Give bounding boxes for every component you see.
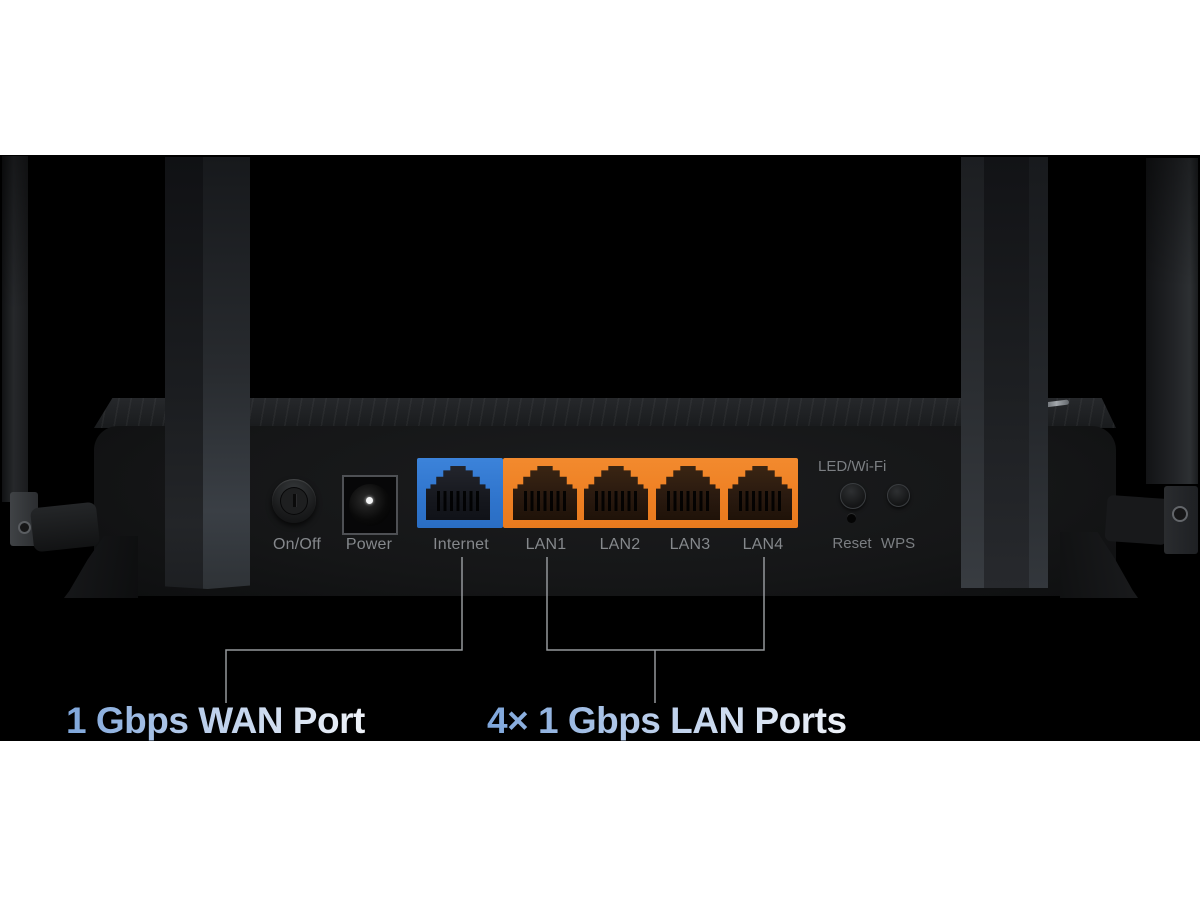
wan-callout-headline: 1 Gbps WAN Port bbox=[66, 700, 365, 741]
led-wifi-button bbox=[840, 483, 866, 509]
dc-power-jack bbox=[342, 475, 398, 535]
socket-highlight bbox=[366, 497, 373, 504]
power-switch-icon bbox=[280, 487, 308, 515]
reset-label: Reset bbox=[832, 535, 872, 552]
rj45-jack-lan4-icon bbox=[728, 466, 792, 520]
power-switch bbox=[272, 479, 316, 523]
hinge-screw-left bbox=[18, 521, 31, 534]
rj45-jack-lan1-icon bbox=[513, 466, 577, 520]
antenna-arm-left bbox=[29, 501, 101, 553]
antenna-left-outer bbox=[2, 156, 28, 502]
lan-callout-headline: 4× 1 Gbps LAN Ports bbox=[487, 700, 847, 741]
led-wifi-label: LED/Wi-Fi bbox=[818, 458, 887, 475]
rj45-jack-lan3-icon bbox=[656, 466, 720, 520]
rj45-jack-internet-icon bbox=[426, 466, 490, 520]
hinge-screw-right bbox=[1172, 506, 1188, 522]
onoff-label: On/Off bbox=[272, 536, 322, 553]
reset-pinhole bbox=[847, 514, 856, 523]
antenna-left-inner bbox=[165, 157, 250, 589]
power-label: Power bbox=[345, 536, 393, 553]
antenna-arm-right bbox=[1104, 494, 1170, 546]
wps-button bbox=[887, 484, 910, 507]
lan-port-block bbox=[503, 458, 798, 528]
wps-label: WPS bbox=[880, 535, 916, 552]
lan3-label: LAN3 bbox=[669, 536, 711, 553]
dc-barrel-socket bbox=[349, 484, 391, 526]
router-top-surface bbox=[94, 398, 1116, 428]
lan1-label: LAN1 bbox=[525, 536, 567, 553]
photo-background: On/Off Power Internet LAN1 LAN2 LAN3 LAN… bbox=[0, 155, 1200, 741]
antenna-right-outer bbox=[1146, 158, 1198, 484]
antenna-right-inner bbox=[961, 157, 1048, 588]
lan4-label: LAN4 bbox=[742, 536, 784, 553]
wan-port-block bbox=[417, 458, 503, 528]
rj45-jack-lan2-icon bbox=[584, 466, 648, 520]
internet-label: Internet bbox=[433, 536, 489, 553]
lan2-label: LAN2 bbox=[599, 536, 641, 553]
